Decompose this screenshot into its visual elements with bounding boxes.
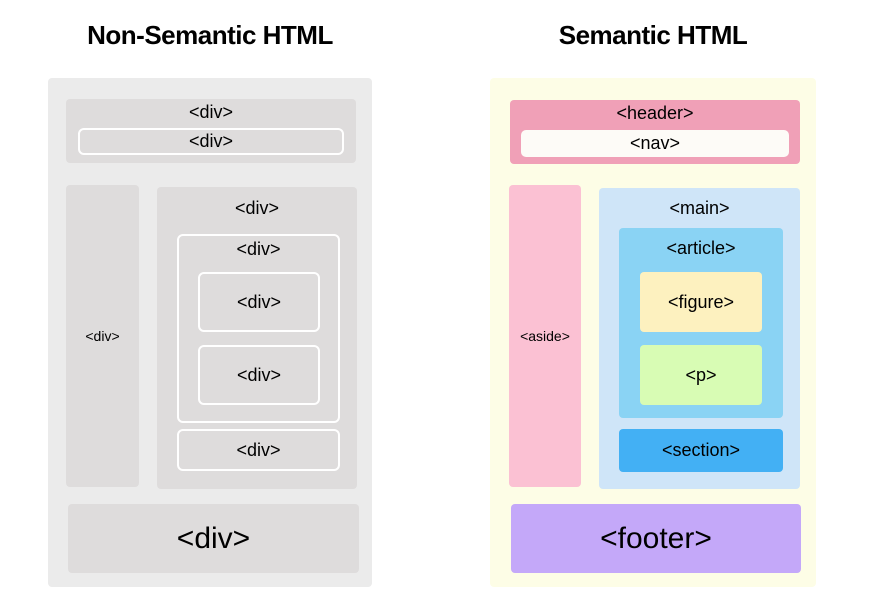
semantic-title: Semantic HTML bbox=[558, 20, 748, 50]
article-block: <article> <figure> <p> bbox=[619, 228, 783, 418]
paragraph-label: <p> bbox=[685, 364, 717, 385]
div-section-label: <div> bbox=[236, 439, 281, 460]
div-article-block: <div> <div> <div> bbox=[177, 234, 340, 423]
nav-label: <nav> bbox=[629, 133, 681, 153]
header-block: <header> <nav> bbox=[510, 100, 800, 164]
footer-block: <footer> bbox=[511, 504, 801, 573]
figure-label: <figure> bbox=[667, 291, 735, 312]
header-label: <header> bbox=[616, 103, 694, 123]
section-label: <section> bbox=[661, 440, 741, 460]
div-paragraph-label: <div> bbox=[236, 364, 282, 385]
div-footer-label: <div> bbox=[176, 521, 251, 555]
div-header-label: <div> bbox=[188, 102, 234, 122]
nav-block: <nav> bbox=[521, 130, 789, 157]
div-sidebar-label: <div> bbox=[85, 328, 120, 344]
article-label: <article> bbox=[666, 238, 736, 258]
div-paragraph-block: <div> bbox=[198, 345, 320, 405]
aside-label: <aside> bbox=[520, 328, 570, 344]
div-figure-block: <div> bbox=[198, 272, 320, 332]
main-label: <main> bbox=[669, 198, 730, 218]
div-header-block: <div> <div> bbox=[66, 99, 356, 163]
section-block: <section> bbox=[619, 429, 783, 472]
paragraph-block: <p> bbox=[640, 345, 762, 405]
div-section-block: <div> bbox=[177, 429, 340, 471]
aside-block: <aside> bbox=[509, 185, 581, 487]
div-sidebar-block: <div> bbox=[66, 185, 139, 487]
div-nav-label: <div> bbox=[188, 131, 234, 151]
non-semantic-title: Non-Semantic HTML bbox=[87, 20, 333, 50]
div-footer-block: <div> bbox=[68, 504, 359, 573]
div-nav-block: <div> bbox=[78, 128, 344, 155]
div-main-block: <div> <div> <div> <div> <div> bbox=[157, 187, 357, 489]
footer-label: <footer> bbox=[600, 521, 712, 555]
div-main-label: <div> bbox=[234, 198, 280, 218]
div-article-label: <div> bbox=[236, 239, 281, 259]
main-block: <main> <article> <figure> <p> <section> bbox=[599, 188, 800, 489]
figure-block: <figure> bbox=[640, 272, 762, 332]
div-figure-label: <div> bbox=[236, 291, 282, 312]
